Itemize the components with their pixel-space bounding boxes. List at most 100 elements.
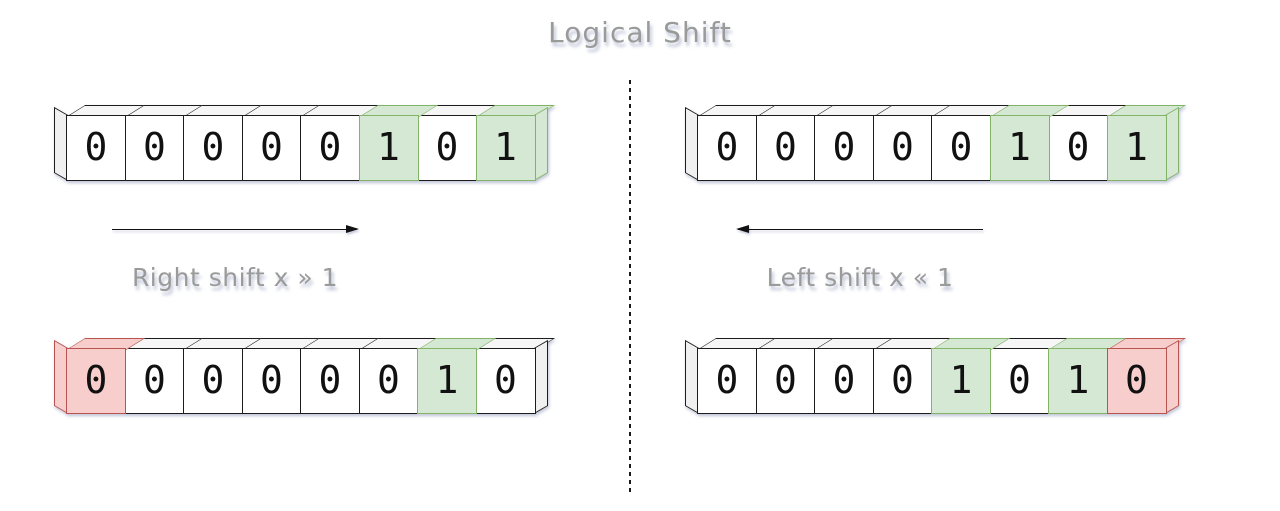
bit-cell: 1 [475, 104, 555, 181]
bit-cell: 0 [814, 337, 894, 414]
bit-value: 0 [318, 125, 342, 169]
cell-front-face: 0 [183, 115, 243, 181]
input-bit-row: 0 0 0 0 0 1 0 [53, 104, 555, 181]
bit-cell: 0 [53, 104, 146, 181]
bit-value: 0 [143, 125, 166, 169]
bit-cell: 0 [300, 104, 380, 181]
cell-front-face: 0 [66, 115, 126, 181]
cell-front-face: 0 [358, 348, 419, 414]
bit-value: 0 [260, 358, 283, 402]
cell-front-face: 0 [475, 348, 536, 414]
cell-front-face: 1 [475, 115, 536, 181]
cell-front-face: 1 [417, 348, 477, 414]
cell-front-face: 0 [931, 115, 991, 181]
bit-cell: 0 [124, 104, 204, 181]
bit-value: 0 [494, 358, 517, 402]
bit-value: 1 [1125, 125, 1148, 169]
bit-cell: 0 [124, 337, 204, 414]
bit-cell: 0 [684, 104, 777, 181]
bit-value: 1 [494, 125, 517, 169]
cell-front-face: 0 [183, 348, 243, 414]
bit-value: 0 [715, 358, 739, 402]
bit-cell: 0 [475, 337, 555, 414]
bit-cell: 0 [241, 337, 321, 414]
cell-front-face: 0 [417, 115, 477, 181]
bit-cell: 0 [684, 337, 777, 414]
cell-front-face: 0 [300, 115, 360, 181]
bit-value: 0 [774, 358, 797, 402]
cell-front-face: 1 [1048, 348, 1108, 414]
cell-front-face: 0 [241, 348, 302, 414]
bit-cell: 0 [755, 104, 835, 181]
cell-front-face: 0 [755, 348, 816, 414]
cell-right-face [534, 106, 548, 181]
bit-value: 0 [435, 125, 459, 169]
bit-value: 0 [84, 125, 108, 169]
cell-front-face: 0 [872, 348, 933, 414]
bit-value: 0 [318, 358, 342, 402]
bit-cell: 0 [872, 337, 952, 414]
bit-cell: 1 [931, 337, 1011, 414]
bit-value: 0 [774, 125, 797, 169]
bit-value: 0 [832, 358, 856, 402]
bit-value: 0 [832, 125, 856, 169]
bit-value: 0 [1066, 125, 1090, 169]
cell-right-face [534, 339, 548, 414]
bit-cell: 0 [183, 337, 263, 414]
bit-value: 0 [201, 358, 225, 402]
bit-cell: 0 [755, 337, 835, 414]
bit-cell: 0 [241, 104, 321, 181]
cell-front-face: 0 [989, 348, 1050, 414]
bit-value: 0 [1125, 358, 1148, 402]
cell-right-face [1165, 339, 1179, 414]
right-shift-label: Right shift x » 1 [131, 263, 339, 292]
cell-front-face: 0 [124, 115, 185, 181]
bit-value: 0 [201, 125, 225, 169]
bit-value: 0 [715, 125, 739, 169]
left-shift-label: Left shift x « 1 [766, 263, 954, 292]
bit-cell: 0 [814, 104, 894, 181]
cell-front-face: 1 [358, 115, 419, 181]
cell-front-face: 0 [697, 348, 757, 414]
cell-front-face: 0 [124, 348, 185, 414]
output-bit-row: 0 0 0 0 1 0 1 [684, 337, 1186, 414]
bit-value: 0 [377, 358, 400, 402]
cell-front-face: 0 [241, 115, 302, 181]
bit-value: 0 [84, 358, 108, 402]
cell-front-face: 0 [872, 115, 933, 181]
bit-cell: 0 [872, 104, 952, 181]
bit-cell: 0 [1048, 104, 1128, 181]
bit-cell: 1 [1106, 104, 1186, 181]
bit-cell: 0 [53, 337, 146, 414]
bit-value: 0 [1008, 358, 1031, 402]
output-bit-row: 0 0 0 0 0 0 1 [53, 337, 555, 414]
cell-front-face: 0 [814, 115, 874, 181]
cell-front-face: 0 [697, 115, 757, 181]
cell-front-face: 0 [300, 348, 360, 414]
right-shift-arrow [112, 224, 359, 233]
bit-value: 1 [435, 358, 459, 402]
bit-value: 0 [891, 358, 914, 402]
bit-value: 1 [949, 358, 973, 402]
bit-cell: 1 [989, 104, 1069, 181]
left-shift-arrow [736, 224, 983, 233]
bit-cell: 1 [358, 104, 438, 181]
bit-cell: 1 [1048, 337, 1128, 414]
cell-front-face: 1 [989, 115, 1050, 181]
cell-front-face: 1 [931, 348, 991, 414]
bit-cell: 0 [358, 337, 438, 414]
bit-cell: 0 [417, 104, 497, 181]
panel-divider [629, 80, 631, 492]
cell-front-face: 0 [66, 348, 126, 414]
cell-front-face: 0 [814, 348, 874, 414]
bit-value: 0 [260, 125, 283, 169]
bit-cell: 1 [417, 337, 497, 414]
diagram-title: Logical Shift [548, 16, 732, 49]
bit-cell: 0 [300, 337, 380, 414]
input-bit-row: 0 0 0 0 0 1 0 [684, 104, 1186, 181]
bit-cell: 0 [931, 104, 1011, 181]
bit-value: 0 [949, 125, 973, 169]
bit-value: 1 [1008, 125, 1031, 169]
bit-value: 1 [377, 125, 400, 169]
